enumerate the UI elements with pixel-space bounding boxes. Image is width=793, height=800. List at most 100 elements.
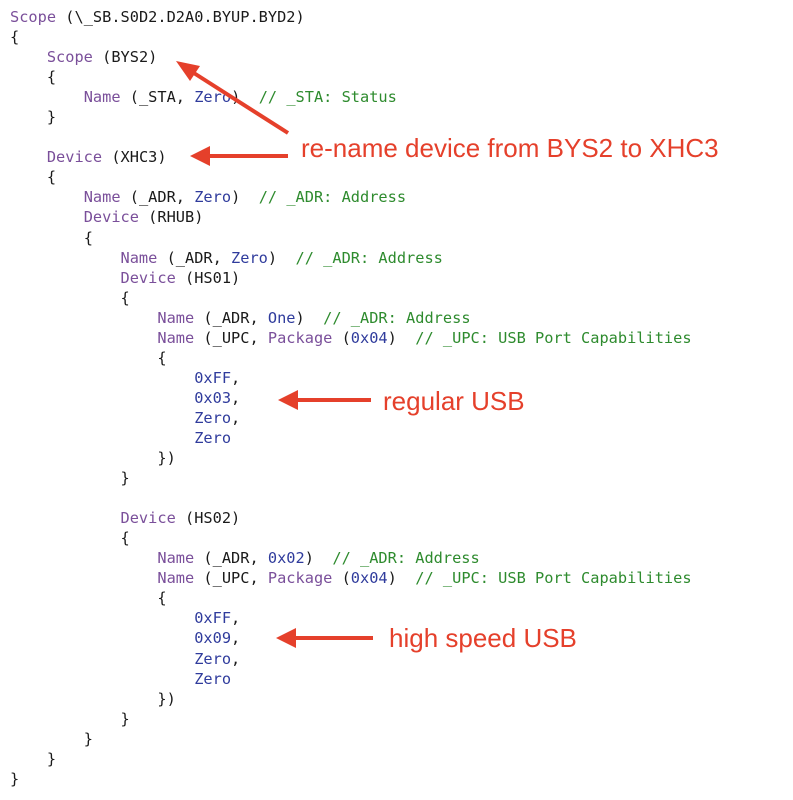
acpi-code-block: Scope (\_SB.S0D2.D2A0.BYUP.BYD2){ Scope … (10, 7, 692, 789)
code-keyword: Device (120, 509, 176, 528)
code-line: }) (10, 689, 692, 709)
code-text: } (120, 469, 130, 488)
code-line: { (10, 288, 692, 308)
code-line: Device (HS02) (10, 508, 692, 528)
code-line: Scope (BYS2) (10, 47, 692, 67)
annotation-regular-usb: regular USB (383, 386, 525, 416)
annotation-high-speed-usb: high speed USB (389, 623, 577, 653)
code-text: ) (387, 328, 416, 347)
code-comment: // _STA: Status (258, 88, 397, 107)
code-keyword: Device (120, 268, 176, 287)
code-constant: 0xFF (194, 609, 232, 628)
code-text: (HS02) (175, 509, 241, 528)
code-comment: // _ADR: Address (295, 248, 443, 267)
code-line: 0x09, (10, 628, 692, 648)
code-text: { (157, 348, 167, 367)
code-constant: Zero (231, 248, 268, 267)
code-text: { (46, 68, 57, 87)
arrow-to-xhc3 (190, 146, 288, 166)
code-text: } (46, 749, 57, 768)
code-text: { (120, 288, 130, 307)
code-line: } (10, 468, 692, 488)
code-text: , (231, 609, 241, 628)
code-line: Name (_UPC, Package (0x04) // _UPC: USB … (10, 568, 692, 588)
code-keyword: Package (267, 569, 333, 588)
code-line: { (10, 27, 692, 47)
code-keyword: Name (120, 248, 158, 267)
code-text: , (231, 629, 241, 648)
code-line: Name (_ADR, One) // _ADR: Address (10, 308, 692, 328)
code-line: } (10, 769, 692, 789)
code-text: ) (231, 188, 259, 207)
code-constant: 0x04 (350, 328, 388, 347)
code-constant: One (267, 308, 296, 327)
code-constant: Zero (194, 428, 232, 447)
code-line: Name (_STA, Zero) // _STA: Status (10, 87, 692, 107)
code-constant: 0x09 (194, 629, 232, 648)
code-keyword: Package (267, 328, 333, 347)
code-text: { (83, 228, 93, 247)
code-text: (_UPC, (194, 569, 268, 588)
code-keyword: Device (83, 208, 139, 227)
code-text: ( (332, 328, 351, 347)
code-text: }) (157, 689, 176, 708)
code-text: (BYS2) (92, 48, 158, 67)
code-keyword: Name (157, 549, 195, 568)
code-line: { (10, 588, 692, 608)
code-text: { (157, 589, 167, 608)
code-text: (_STA, (120, 88, 195, 107)
code-line: { (10, 348, 692, 368)
code-line: } (10, 709, 692, 729)
code-text: , (231, 388, 241, 407)
code-comment: // _ADR: Address (323, 308, 471, 327)
code-line: } (10, 749, 692, 769)
code-line: { (10, 167, 692, 187)
code-text: (HS01) (175, 268, 241, 287)
code-text: (_ADR, (194, 549, 268, 568)
code-keyword: Name (157, 328, 195, 347)
code-line: } (10, 729, 692, 749)
code-line: { (10, 67, 692, 87)
code-keyword: Device (46, 148, 103, 167)
code-text: ) (304, 549, 333, 568)
code-line: Device (HS01) (10, 268, 692, 288)
code-text: ) (231, 88, 259, 107)
code-line: Name (_ADR, 0x02) // _ADR: Address (10, 548, 692, 568)
code-text: ) (387, 569, 416, 588)
code-text: (_UPC, (194, 328, 268, 347)
code-keyword: Scope (46, 48, 93, 67)
code-text: , (231, 408, 241, 427)
code-constant: Zero (194, 188, 232, 207)
annotation-rename-device: re-name device from BYS2 to XHC3 (301, 133, 719, 163)
code-line: 0x03, (10, 388, 692, 408)
code-keyword: Name (157, 569, 195, 588)
code-constant: 0x04 (350, 569, 388, 588)
code-line: 0xFF, (10, 368, 692, 388)
arrow-to-high-speed-value (276, 628, 373, 648)
code-text: } (10, 769, 20, 788)
code-line: Device (XHC3) (10, 147, 692, 167)
code-text: (_ADR, (194, 308, 268, 327)
code-text: ) (267, 248, 296, 267)
code-line: Zero (10, 428, 692, 448)
code-text: { (120, 529, 130, 548)
code-text: , (231, 649, 241, 668)
code-comment: // _UPC: USB Port Capabilities (415, 569, 692, 588)
code-text: { (10, 28, 20, 47)
code-line: Name (_ADR, Zero) // _ADR: Address (10, 248, 692, 268)
code-keyword: Scope (10, 8, 57, 26)
code-text: } (46, 108, 57, 127)
code-constant: Zero (194, 408, 232, 427)
code-line: Name (_ADR, Zero) // _ADR: Address (10, 187, 692, 207)
code-line: Device (RHUB) (10, 207, 692, 227)
code-text: (_ADR, (120, 188, 195, 207)
code-text: (RHUB) (138, 208, 204, 227)
code-line: Name (_UPC, Package (0x04) // _UPC: USB … (10, 328, 691, 348)
code-text: ( (332, 569, 351, 588)
code-constant: 0x03 (194, 388, 232, 407)
code-text: }) (157, 449, 176, 468)
code-line: { (10, 228, 692, 248)
code-constant: 0x02 (267, 549, 305, 568)
code-text: } (83, 729, 93, 748)
